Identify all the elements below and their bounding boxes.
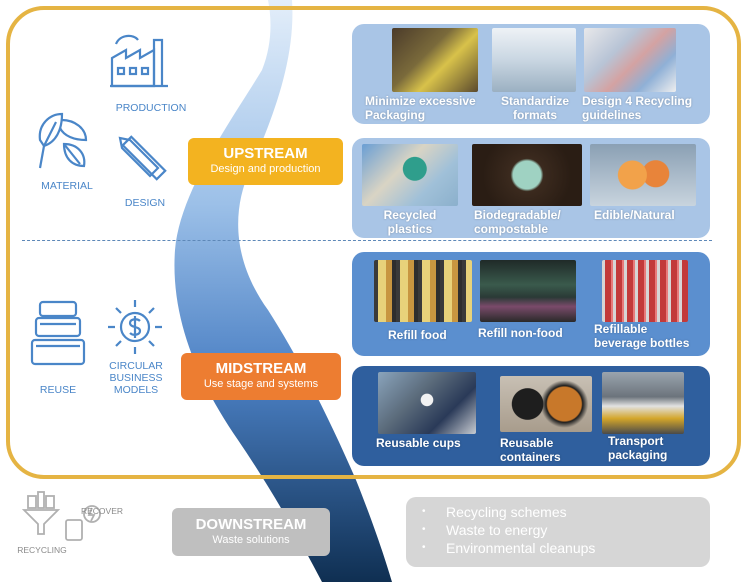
photo-recycled-plastics bbox=[362, 144, 458, 206]
photo-standard-bottles bbox=[492, 28, 576, 92]
photo-refill-food bbox=[374, 260, 472, 322]
caption-edible-l1: Edible/Natural bbox=[594, 208, 675, 222]
production-label: PRODUCTION bbox=[115, 102, 187, 114]
caption-refillable-l2: beverage bottles bbox=[594, 336, 690, 350]
downstream-subtitle: Waste solutions bbox=[212, 534, 290, 546]
midstream-bottom-panel: Reusable cups Reusable containers Transp… bbox=[352, 366, 710, 466]
caption-bio-l1: Biodegradable/ bbox=[474, 208, 561, 222]
ruler-pencil-icon bbox=[118, 135, 167, 181]
caption-transport-l2: packaging bbox=[608, 448, 668, 462]
list-item: • Recycling schemes bbox=[422, 503, 710, 521]
material-label: MATERIAL bbox=[41, 180, 93, 192]
bullet: • bbox=[422, 506, 426, 517]
circular-label-line1: CIRCULAR bbox=[109, 360, 163, 372]
downstream-solutions-box: • Recycling schemes • Waste to energy • Env… bbox=[406, 497, 710, 567]
upstream-top-panel: Minimize excessive Packaging Standardize… bbox=[352, 24, 710, 124]
caption-standardize-l1: Standardize bbox=[500, 94, 569, 108]
upstream-title: UPSTREAM bbox=[223, 145, 308, 162]
caption-biodegradable: Biodegradable/ compostable bbox=[474, 208, 584, 236]
caption-standardize: Standardize formats bbox=[490, 94, 580, 122]
stage-divider bbox=[22, 240, 712, 241]
caption-standardize-l2: formats bbox=[512, 108, 557, 122]
caption-containers-l2: containers bbox=[500, 450, 561, 464]
photo-edible bbox=[590, 144, 696, 206]
recycling-recover-icon bbox=[22, 491, 101, 541]
photo-transport-packaging bbox=[602, 372, 684, 434]
midstream-subtitle: Use stage and systems bbox=[203, 378, 319, 390]
circular-label: CIRCULAR BUSINESS MODELS bbox=[98, 360, 174, 396]
caption-refill-nonfood-l1: Refill non-food bbox=[478, 326, 563, 340]
recover-label: RECOVER bbox=[80, 506, 124, 516]
downstream-box: DOWNSTREAM Waste solutions bbox=[172, 508, 330, 556]
leaf-icon bbox=[38, 112, 88, 169]
upstream-subtitle: Design and production bbox=[210, 163, 321, 175]
list-item-text: Waste to energy bbox=[446, 522, 548, 538]
list-item: • Environmental cleanups bbox=[422, 539, 710, 557]
photo-compostable bbox=[472, 144, 582, 206]
caption-transport-l1: Transport bbox=[608, 434, 664, 448]
bullet: • bbox=[422, 524, 426, 535]
caption-d4r-l2: guidelines bbox=[582, 108, 642, 122]
caption-refillable-l1: Refillable bbox=[594, 322, 648, 336]
bullet: • bbox=[422, 542, 426, 553]
circular-label-line2: BUSINESS bbox=[109, 372, 163, 384]
caption-refill-food: Refill food bbox=[388, 328, 478, 342]
list-item-text: Recycling schemes bbox=[446, 504, 567, 520]
recycling-label: RECYCLING bbox=[17, 545, 67, 555]
caption-recycled: Recycled plastics bbox=[360, 208, 460, 236]
midstream-title: MIDSTREAM bbox=[215, 360, 307, 377]
caption-design4recycling: Design 4 Recycling guidelines bbox=[582, 94, 710, 122]
upstream-bottom-panel: Recycled plastics Biodegradable/ compost… bbox=[352, 138, 710, 238]
caption-reusable-containers: Reusable containers bbox=[500, 436, 600, 464]
caption-containers-l1: Reusable bbox=[500, 436, 554, 450]
caption-recycled-l2: plastics bbox=[387, 222, 433, 236]
caption-bio-l2: compostable bbox=[474, 222, 549, 236]
caption-transport: Transport packaging bbox=[608, 434, 704, 462]
caption-refillable: Refillable beverage bottles bbox=[594, 322, 710, 350]
caption-reusable-cups: Reusable cups bbox=[376, 436, 486, 450]
containers-icon bbox=[30, 300, 86, 366]
photo-refillable-bottles bbox=[602, 260, 688, 322]
caption-refill-nonfood: Refill non-food bbox=[478, 326, 588, 340]
midstream-box: MIDSTREAM Use stage and systems bbox=[181, 353, 341, 400]
reuse-label: REUSE bbox=[39, 384, 77, 396]
caption-edible: Edible/Natural bbox=[594, 208, 704, 222]
list-item-text: Environmental cleanups bbox=[446, 540, 596, 556]
photo-refill-nonfood bbox=[480, 260, 576, 322]
caption-recycled-l1: Recycled bbox=[383, 208, 437, 222]
photo-reusable-containers bbox=[500, 376, 592, 432]
caption-cups-l1: Reusable cups bbox=[376, 436, 461, 450]
caption-minimize: Minimize excessive Packaging bbox=[365, 94, 505, 122]
caption-minimize-l2: Packaging bbox=[365, 108, 426, 122]
circular-label-line3: MODELS bbox=[113, 384, 159, 396]
list-item: • Waste to energy bbox=[422, 521, 710, 539]
photo-recycling-guidelines bbox=[584, 28, 676, 92]
design-label: DESIGN bbox=[124, 197, 166, 209]
downstream-title: DOWNSTREAM bbox=[195, 516, 307, 533]
caption-refill-food-l1: Refill food bbox=[388, 328, 447, 342]
caption-minimize-l1: Minimize excessive bbox=[365, 94, 476, 108]
factory-icon bbox=[110, 34, 168, 88]
photo-excessive-packaging bbox=[392, 28, 478, 92]
gear-dollar-icon bbox=[108, 300, 162, 354]
photo-reusable-cups bbox=[378, 372, 476, 434]
system-frame bbox=[6, 6, 741, 479]
upstream-box: UPSTREAM Design and production bbox=[188, 138, 343, 185]
caption-d4r-l1: Design 4 Recycling bbox=[582, 94, 693, 108]
midstream-top-panel: Refill food Refill non-food Refillable b… bbox=[352, 252, 710, 356]
